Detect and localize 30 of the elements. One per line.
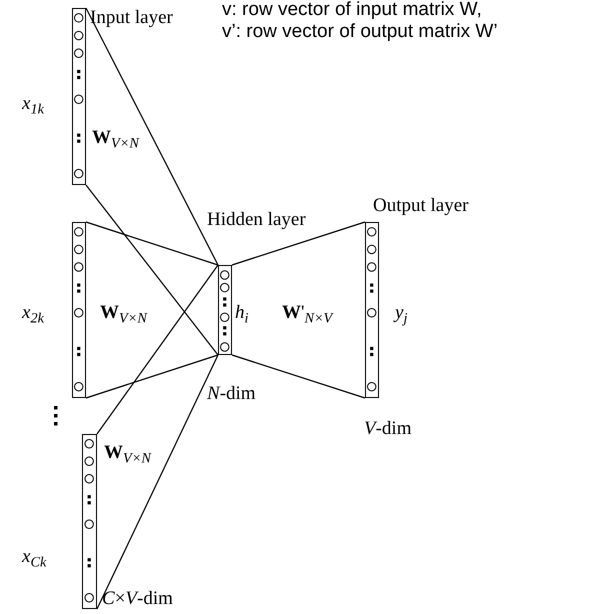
layer-caption: h$_{i}$ <box>235 303 248 327</box>
vector-column <box>82 434 97 609</box>
vector-column <box>72 222 86 398</box>
vector-column <box>218 265 232 355</box>
connection-line <box>86 221 218 266</box>
connection-line <box>86 354 218 399</box>
vector-column <box>72 8 86 185</box>
layer-caption: Input layer <box>90 8 173 29</box>
connection-line <box>232 221 366 266</box>
layer-caption: Output layer <box>373 196 469 217</box>
layer-caption: V-dim <box>364 419 412 440</box>
layer-caption: x$_{Ck}$ <box>22 547 46 571</box>
layer-caption: x$_{2k}$ <box>22 303 44 327</box>
layer-caption: C×V-dim <box>102 589 173 610</box>
connection-line <box>96 354 219 610</box>
layer-caption: W$_{V×N}$ <box>100 303 147 327</box>
layer-caption: x$_{1k}$ <box>22 94 44 118</box>
layer-caption: N-dim <box>207 384 256 405</box>
layer-caption: W$_{V×N}$ <box>92 128 139 152</box>
annotation-text: v’: row vector of output matrix W’ <box>222 22 498 43</box>
layer-caption: W$_{V×N}$ <box>104 443 151 467</box>
connection-line <box>232 354 366 399</box>
layer-caption: y$_{j}$ <box>395 303 408 327</box>
layer-caption: Hidden layer <box>207 210 306 231</box>
annotation-text: v: row vector of input matrix W, <box>222 0 482 21</box>
connection-line <box>85 8 219 266</box>
vector-column <box>365 222 379 398</box>
connection-line <box>96 264 218 434</box>
layer-caption: W'$_{N×V}$ <box>282 303 332 327</box>
connection-line <box>86 184 218 356</box>
